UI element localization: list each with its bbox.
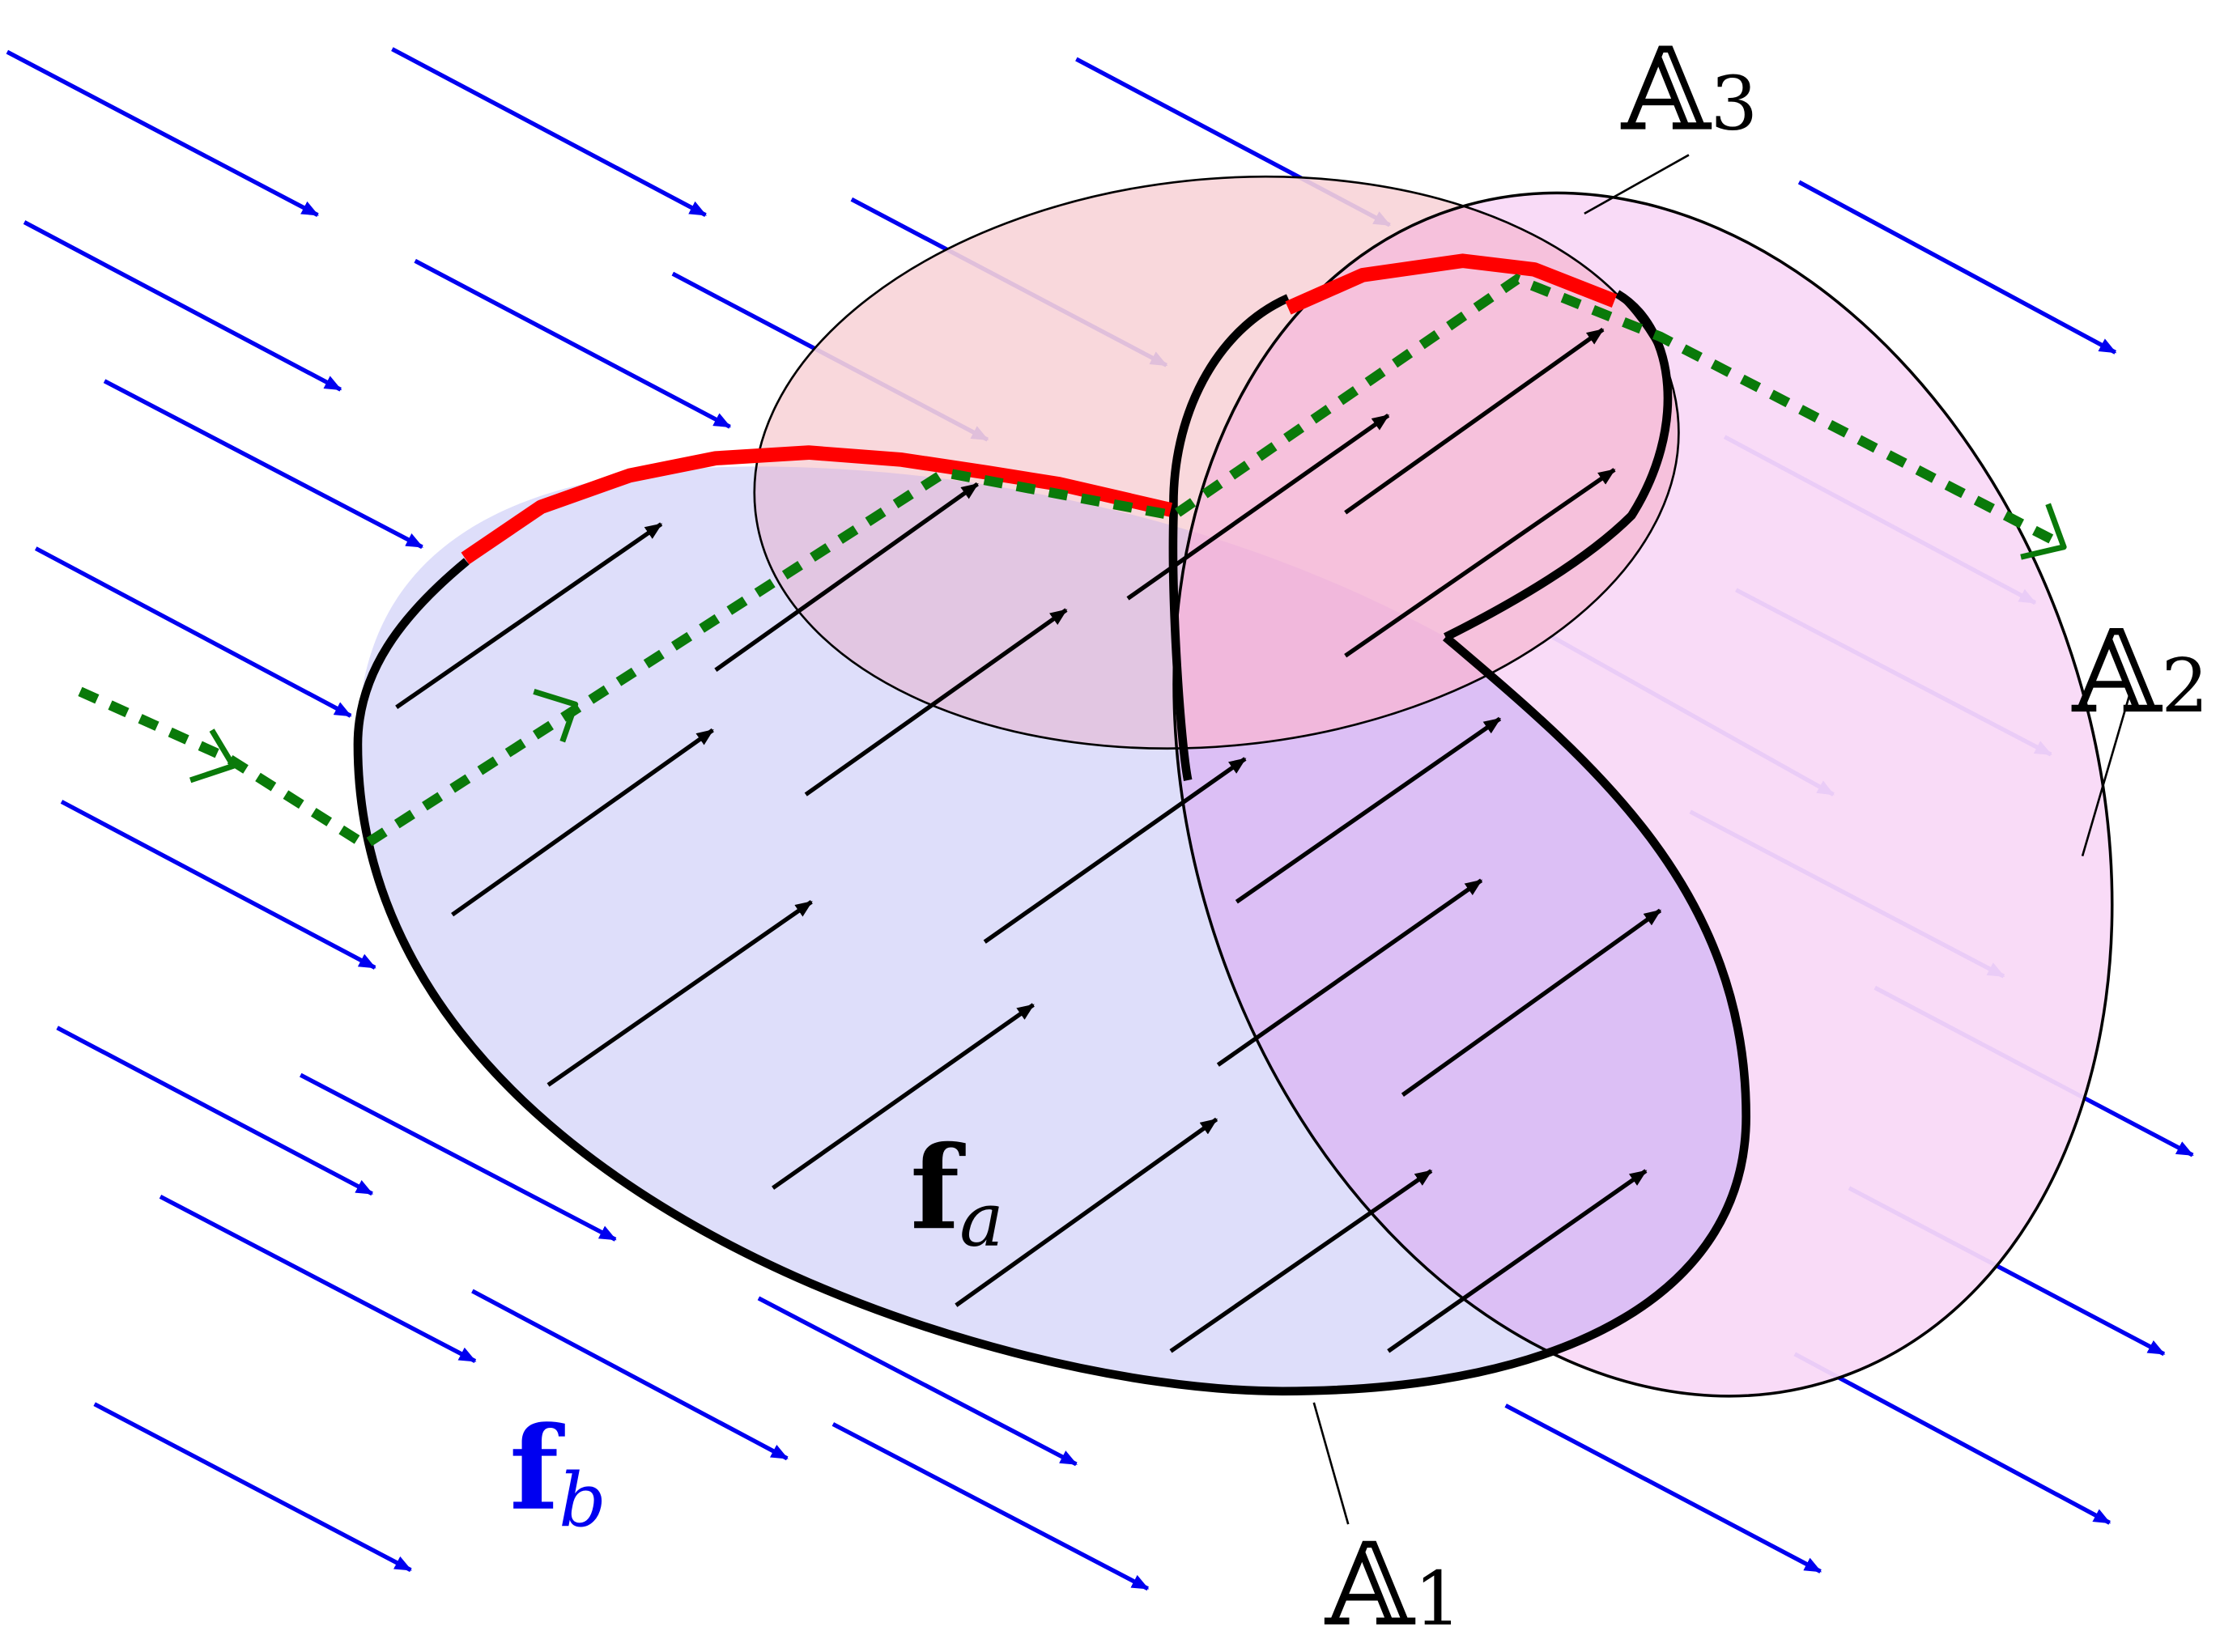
dotted-path-line bbox=[78, 274, 2064, 851]
black-arrow-icon bbox=[395, 522, 663, 709]
blue-arrow-icon bbox=[159, 1194, 477, 1363]
black-arrow-icon bbox=[955, 1117, 1218, 1307]
boundary-highlight-right bbox=[1285, 253, 1618, 315]
black-arrow-icon bbox=[1216, 878, 1483, 1067]
leader-lines bbox=[1312, 154, 2131, 1525]
blue-arrow-icon bbox=[60, 800, 376, 970]
blue-arrow-icon bbox=[93, 1402, 412, 1573]
blue-arrow-icon bbox=[414, 258, 732, 429]
leader-line-a2 bbox=[2081, 694, 2131, 856]
blue-arrow-icon bbox=[757, 1296, 1078, 1467]
black-arrow-icon bbox=[772, 1003, 1035, 1190]
labels: 𝔸3 𝔸2 𝔸1 fa fb bbox=[509, 24, 2209, 1652]
blue-arrow-icon bbox=[56, 1026, 374, 1196]
leader-line-a3 bbox=[1584, 154, 1690, 215]
black-arrow-icon bbox=[546, 900, 813, 1087]
path-chevron-icon bbox=[2020, 503, 2067, 560]
boundary-highlights bbox=[461, 253, 1618, 565]
blue-arrow-icon bbox=[391, 47, 708, 218]
path-chevron-icon bbox=[533, 688, 579, 743]
black-arrow-icon bbox=[451, 728, 714, 917]
regions bbox=[357, 68, 2237, 1521]
blue-arrow-icon bbox=[23, 220, 342, 392]
inner-boundary-loop bbox=[1168, 290, 1673, 781]
black-arrow-icon bbox=[1235, 716, 1502, 904]
dotted-path bbox=[78, 274, 2067, 851]
black-arrow-icon bbox=[1401, 908, 1662, 1097]
label-fb: fb bbox=[509, 1402, 606, 1544]
field-fa-arrows bbox=[395, 327, 1662, 1353]
blue-arrow-icon bbox=[6, 49, 320, 218]
blue-arrow-icon bbox=[831, 1422, 1150, 1591]
leader-line-a1 bbox=[1312, 1402, 1350, 1525]
blue-arrow-icon bbox=[300, 1072, 617, 1242]
boundary-highlight-left bbox=[461, 445, 1173, 565]
blue-arrow-icon bbox=[103, 379, 424, 550]
black-arrow-icon bbox=[1169, 1169, 1433, 1353]
black-arrow-icon bbox=[1344, 468, 1616, 658]
blue-arrow-icon bbox=[1504, 1404, 1822, 1573]
blue-arrow-icon bbox=[1797, 180, 2117, 355]
label-a3: 𝔸3 bbox=[1620, 24, 1758, 157]
path-chevron-icon bbox=[189, 728, 236, 784]
blue-arrow-icon bbox=[1793, 1352, 2112, 1525]
blue-arrow-icon bbox=[34, 546, 352, 718]
black-arrow-icon bbox=[1387, 1169, 1648, 1353]
blue-arrow-icon bbox=[471, 1289, 789, 1461]
region-a1-boundary bbox=[353, 558, 1750, 1396]
label-fa: fa bbox=[910, 1121, 1004, 1263]
black-arrow-icon bbox=[983, 757, 1247, 944]
black-arrow-icon bbox=[714, 482, 979, 672]
label-a1: 𝔸1 bbox=[1324, 1519, 1461, 1652]
label-a2: 𝔸2 bbox=[2071, 606, 2209, 739]
black-arrow-icon bbox=[804, 608, 1068, 796]
black-arrow-icon bbox=[1344, 327, 1605, 515]
